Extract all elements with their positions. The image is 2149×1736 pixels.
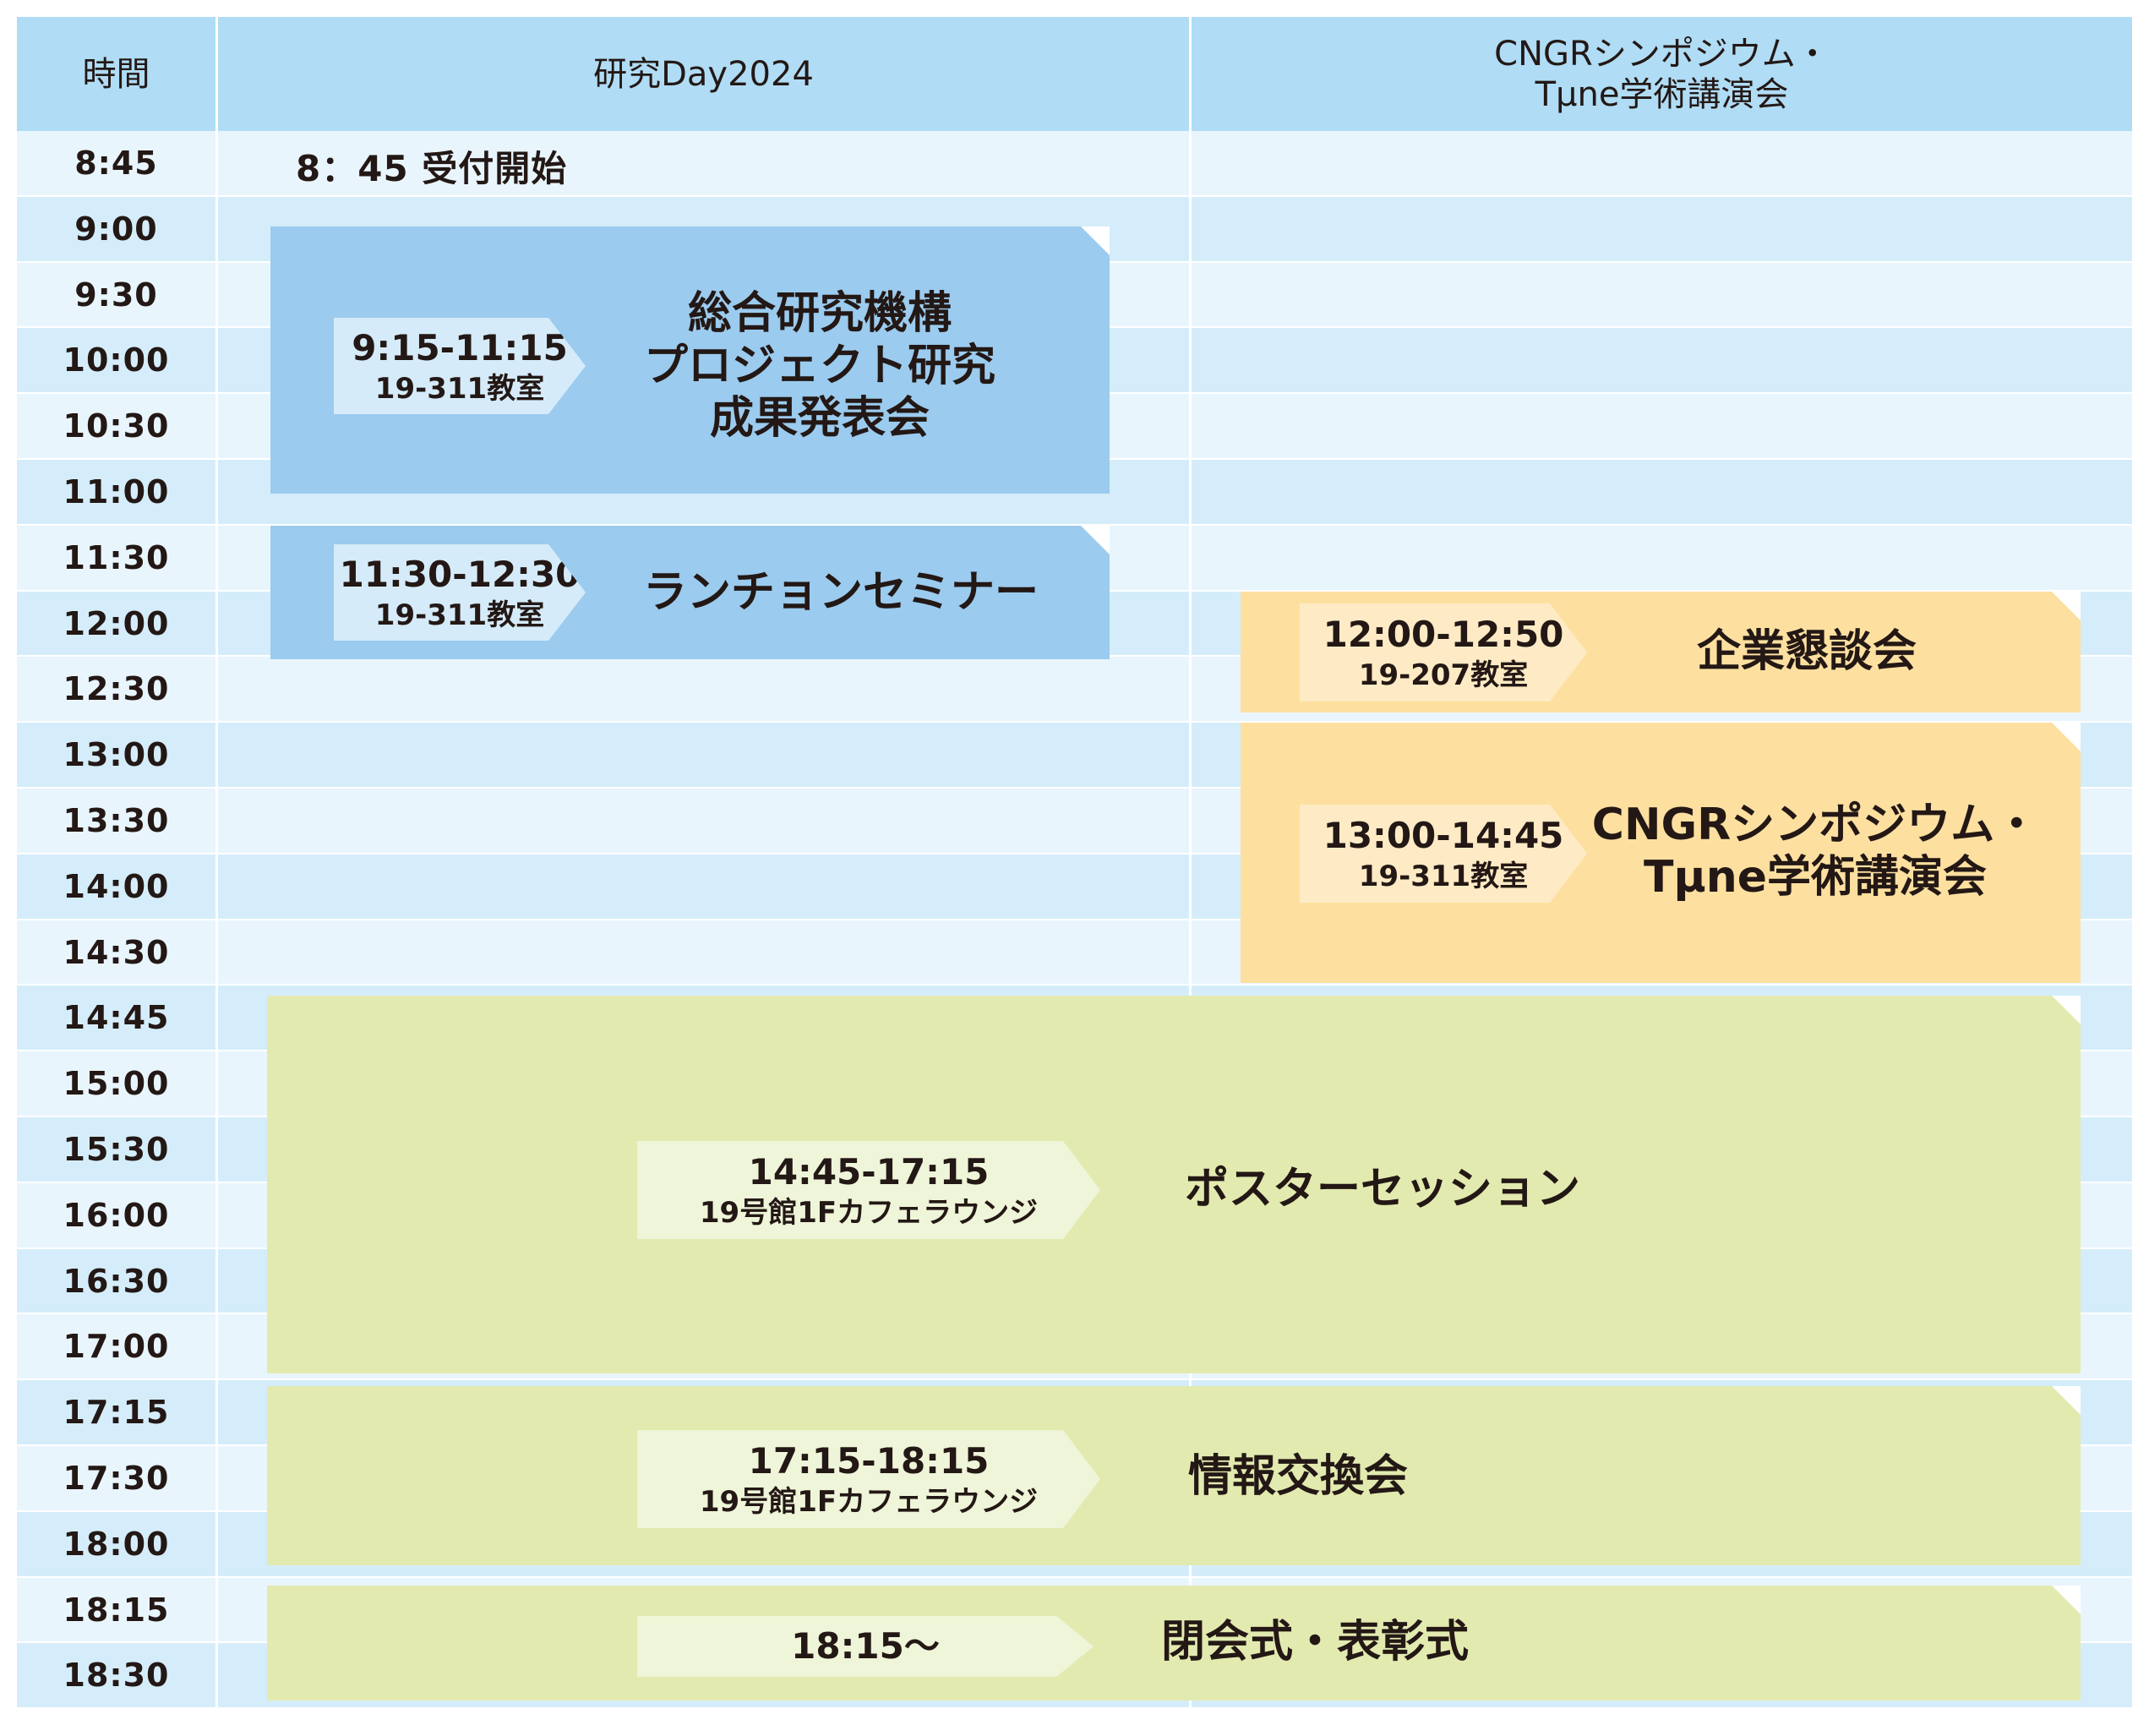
divider-time bbox=[215, 17, 218, 1719]
time-row bbox=[17, 131, 2132, 195]
event-company-meeting: 12:00-12:50 19-207教室 企業懇談会 bbox=[1241, 592, 2081, 712]
header-research-day-label: 研究Day2024 bbox=[593, 54, 814, 94]
time-label: 16:00 bbox=[63, 1197, 170, 1234]
corner-fold bbox=[1081, 227, 1110, 255]
event-cngr-symposium: 13:00-14:45 19-311教室 CNGRシンポジウム・ Tμne学術講… bbox=[1241, 723, 2081, 983]
time-label: 11:30 bbox=[63, 539, 170, 576]
event-project-tag: 9:15-11:15 19-311教室 bbox=[334, 318, 586, 414]
event-company-tag: 12:00-12:50 19-207教室 bbox=[1300, 603, 1587, 701]
event-project-time: 9:15-11:15 bbox=[352, 327, 568, 368]
corner-fold bbox=[2052, 1586, 2081, 1614]
event-luncheon-tag: 11:30-12:30 19-311教室 bbox=[334, 544, 586, 641]
event-exchange-time: 17:15-18:15 bbox=[748, 1440, 990, 1482]
event-symposium-tag: 13:00-14:45 19-311教室 bbox=[1300, 805, 1587, 903]
event-symposium-title-line2: Tμne学術講演会 bbox=[1643, 852, 1988, 903]
time-label: 10:00 bbox=[63, 341, 170, 379]
header-time: 時間 bbox=[17, 17, 215, 131]
time-label: 18:15 bbox=[63, 1591, 170, 1629]
event-luncheon-room: 19-311教室 bbox=[374, 598, 545, 632]
event-symposium-title-line1: CNGRシンポジウム・ bbox=[1591, 800, 2039, 850]
event-exchange-room: 19号館1Fカフェラウンジ bbox=[699, 1485, 1039, 1519]
time-label: 9:30 bbox=[74, 276, 158, 314]
time-label: 18:30 bbox=[63, 1657, 170, 1694]
header-symposium-line2: Tμne学術講演会 bbox=[1535, 74, 1789, 114]
event-poster-tag: 14:45-17:15 19号館1Fカフェラウンジ bbox=[637, 1141, 1100, 1239]
time-label: 15:30 bbox=[63, 1131, 170, 1168]
time-label: 14:45 bbox=[63, 999, 170, 1036]
event-project-room: 19-311教室 bbox=[374, 372, 545, 406]
reception-label: 8：45 受付開始 bbox=[296, 148, 568, 189]
event-symposium-time: 13:00-14:45 bbox=[1323, 815, 1564, 856]
time-label: 9:00 bbox=[74, 210, 158, 248]
corner-fold bbox=[2052, 592, 2081, 620]
event-symposium-title: CNGRシンポジウム・ Tμne学術講演会 bbox=[1587, 799, 2043, 903]
time-label: 13:30 bbox=[63, 802, 170, 839]
event-company-room: 19-207教室 bbox=[1358, 658, 1529, 692]
time-label: 14:00 bbox=[63, 868, 170, 905]
event-closing-ceremony: 18:15～ 閉会式・表彰式 bbox=[267, 1586, 2081, 1701]
corner-fold bbox=[2052, 1386, 2081, 1415]
event-closing-time: 18:15～ bbox=[791, 1625, 940, 1667]
corner-fold bbox=[2052, 996, 2081, 1024]
event-information-exchange: 17:15-18:15 19号館1Fカフェラウンジ 情報交換会 bbox=[267, 1386, 2081, 1565]
header-research-day: 研究Day2024 bbox=[218, 17, 1189, 131]
time-label: 18:00 bbox=[63, 1526, 170, 1563]
time-label: 14:30 bbox=[63, 933, 170, 971]
header-time-label: 時間 bbox=[82, 54, 150, 94]
event-poster-room: 19号館1Fカフェラウンジ bbox=[699, 1196, 1039, 1230]
event-company-title: 企業懇談会 bbox=[1696, 626, 1917, 677]
header-symposium: CNGRシンポジウム・ Tμne学術講演会 bbox=[1192, 17, 2132, 131]
event-project-title: 総合研究機構 プロジェクト研究 成果発表会 bbox=[625, 287, 1014, 445]
event-project-title-line1: 総合研究機構 bbox=[687, 288, 952, 339]
event-poster-session: 14:45-17:15 19号館1Fカフェラウンジ ポスターセッション bbox=[267, 996, 2081, 1373]
time-label: 10:30 bbox=[63, 407, 170, 445]
time-label: 12:00 bbox=[63, 604, 170, 642]
header-symposium-line1: CNGRシンポジウム・ bbox=[1494, 34, 1830, 74]
event-exchange-tag: 17:15-18:15 19号館1Fカフェラウンジ bbox=[637, 1430, 1100, 1528]
event-exchange-title: 情報交換会 bbox=[1187, 1451, 1408, 1502]
event-poster-title: ポスターセッション bbox=[1184, 1164, 1580, 1215]
event-company-time: 12:00-12:50 bbox=[1323, 614, 1564, 655]
event-closing-tag: 18:15～ bbox=[637, 1616, 1094, 1677]
time-label: 16:30 bbox=[63, 1262, 170, 1300]
corner-fold bbox=[1081, 526, 1110, 554]
time-label: 17:30 bbox=[63, 1460, 170, 1497]
time-label: 8:45 bbox=[74, 145, 158, 182]
time-label: 17:00 bbox=[63, 1328, 170, 1365]
corner-fold bbox=[2052, 723, 2081, 751]
time-label: 12:30 bbox=[63, 670, 170, 707]
event-project-research: 9:15-11:15 19-311教室 総合研究機構 プロジェクト研究 成果発表… bbox=[270, 227, 1110, 494]
time-label: 17:15 bbox=[63, 1394, 170, 1431]
event-closing-title: 閉会式・表彰式 bbox=[1160, 1617, 1469, 1668]
event-poster-time: 14:45-17:15 bbox=[748, 1151, 990, 1193]
time-label: 11:00 bbox=[63, 473, 170, 510]
event-project-title-line3: 成果発表会 bbox=[709, 393, 930, 444]
time-label: 15:00 bbox=[63, 1065, 170, 1102]
event-symposium-room: 19-311教室 bbox=[1358, 860, 1529, 893]
time-label: 13:00 bbox=[63, 736, 170, 773]
event-luncheon-title: ランチョンセミナー bbox=[642, 567, 1039, 618]
divider-columns bbox=[1189, 17, 1192, 1719]
event-project-title-line2: プロジェクト研究 bbox=[643, 341, 995, 391]
event-luncheon-seminar: 11:30-12:30 19-311教室 ランチョンセミナー bbox=[270, 526, 1110, 659]
event-luncheon-time: 11:30-12:30 bbox=[339, 554, 581, 595]
